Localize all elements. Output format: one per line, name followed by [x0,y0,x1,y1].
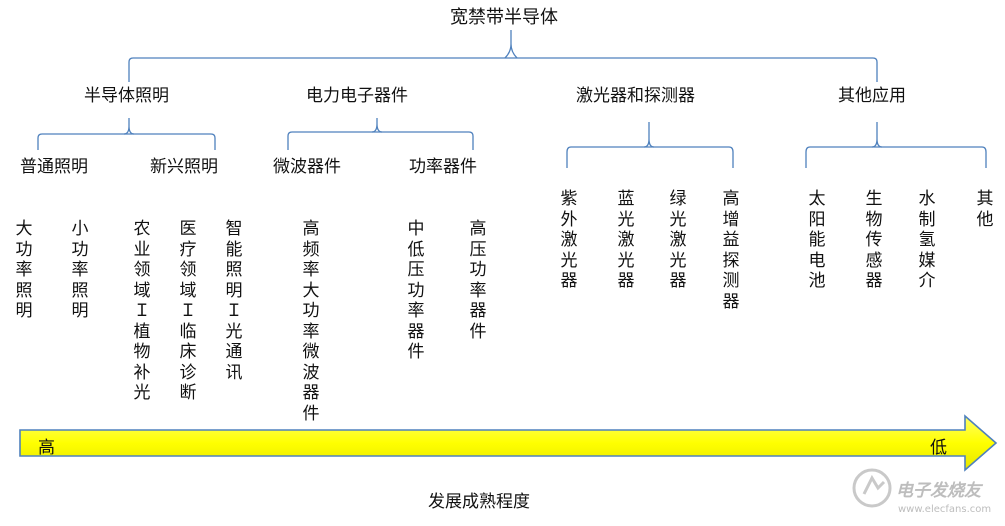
leaf-blue-laser: 蓝光激光器 [617,189,635,291]
watermark: 电子发烧友 www.elecfans.com [850,462,1000,522]
leaf-biosensor: 生物传感器 [865,189,883,291]
root-label: 宽禁带半导体 [450,7,558,28]
leaf-other: 其他 [976,189,994,230]
leaf-microwave: 高频率大功率微波器件 [302,219,320,424]
category-power-electronics: 电力电子器件 [306,86,408,106]
watermark-logo-icon [852,468,892,508]
leaf-solar-cell: 太阳能电池 [808,189,826,291]
leaf-agriculture: 农业领域Ｉ植物补光 [133,219,151,403]
maturity-arrow [19,414,998,472]
sub-emerging-lighting: 新兴照明 [150,157,218,177]
sub-microwave-devices: 微波器件 [273,157,341,177]
leaf-low-power-lighting: 小功率照明 [71,219,89,321]
sub-power-devices: 功率器件 [409,157,477,177]
sub-general-lighting: 普通照明 [20,157,88,177]
leaf-mid-low-voltage: 中低压功率器件 [407,219,425,362]
axis-caption: 发展成熟程度 [428,492,530,512]
arrow-label-high: 高 [38,438,55,458]
leaf-high-voltage: 高压功率器件 [469,219,487,342]
leaf-detector: 高增益探测器 [722,189,740,312]
leaf-medical: 医疗领域Ｉ临床诊断 [179,219,197,403]
leaf-high-power-lighting: 大功率照明 [15,219,33,321]
watermark-url: www.elecfans.com [898,504,992,515]
category-other: 其他应用 [838,86,906,106]
leaf-uv-laser: 紫外激光器 [560,189,578,291]
category-laser-detector: 激光器和探测器 [576,86,695,106]
leaf-green-laser: 绿光激光器 [669,189,687,291]
category-lighting: 半导体照明 [84,86,169,106]
arrow-label-low: 低 [930,438,947,458]
watermark-logo-text: 电子发烧友 [896,481,981,501]
leaf-smart-lighting: 智能照明Ｉ光通讯 [225,219,243,383]
leaf-hydrogen: 水制氢媒介 [918,189,936,291]
